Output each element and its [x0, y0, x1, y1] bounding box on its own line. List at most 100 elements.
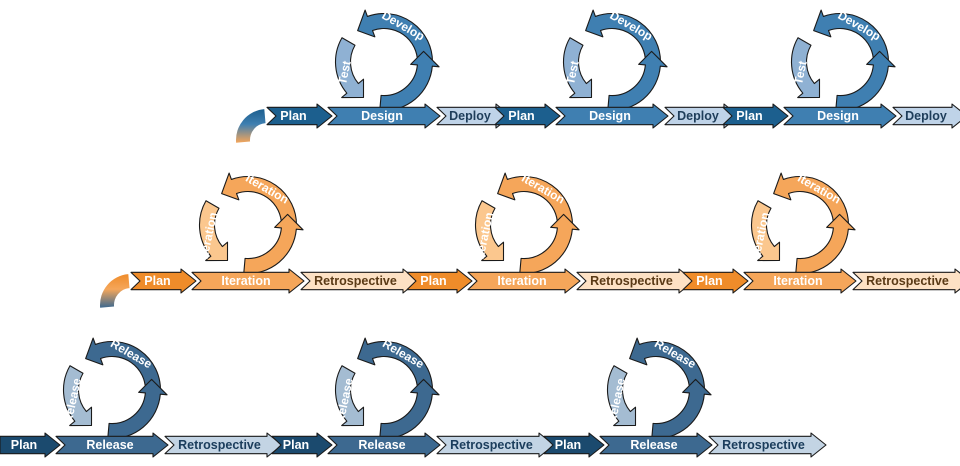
plan-label: Plan	[144, 274, 170, 288]
plan-label: Plan	[555, 438, 581, 452]
main-arrow	[191, 268, 305, 294]
plan-label: Plan	[280, 109, 306, 123]
arc-arrow-left	[750, 200, 781, 262]
plan-label: Plan	[420, 274, 446, 288]
main-label: Iteration	[497, 274, 546, 288]
arc-arrow-left	[790, 37, 821, 99]
level-release: Plan Release Retrospective Release Release Pl…	[0, 336, 827, 458]
main-label: Release	[358, 438, 405, 452]
main-arrow	[599, 432, 713, 458]
plan-label: Plan	[736, 109, 762, 123]
arc-arrow-bottom	[243, 213, 304, 275]
main-arrow	[783, 103, 897, 129]
arc-arrow-left	[474, 200, 505, 262]
arc-arrow-top	[357, 337, 434, 391]
main-label: Iteration	[221, 274, 270, 288]
plan-label: Plan	[11, 438, 37, 452]
arc-arrow-left	[606, 365, 637, 427]
arc-arrow-top	[497, 172, 574, 226]
closing-arrow	[300, 268, 419, 294]
closing-arrow	[164, 432, 283, 458]
arc-arrow-left	[334, 37, 365, 99]
closing-label: Deploy	[449, 109, 491, 123]
plan-arrow	[494, 103, 561, 129]
arc-arrow-top	[629, 337, 706, 391]
arc-arrow-bottom	[795, 213, 856, 275]
main-label: Design	[361, 109, 403, 123]
arc-arrow-bottom	[607, 50, 668, 112]
arc-arrow-top	[585, 9, 662, 63]
closing-label: Deploy	[905, 109, 947, 123]
main-label: Release	[86, 438, 133, 452]
plan-arrow	[543, 432, 605, 458]
plan-label: Plan	[696, 274, 722, 288]
arc-left-label: Test	[335, 60, 354, 86]
main-arrow	[555, 103, 669, 129]
arc-arrow-top	[221, 172, 298, 226]
arc-arrow-left	[562, 37, 593, 99]
connector-release-to-sprint	[100, 274, 130, 308]
main-arrow	[327, 432, 441, 458]
main-arrow	[55, 432, 169, 458]
closing-arrow	[892, 103, 960, 129]
connector-sprint-to-daily	[236, 109, 266, 143]
plan-arrow	[130, 268, 197, 294]
arc-arrow-left	[198, 200, 229, 262]
closing-arrow	[708, 432, 827, 458]
arc-arrow-bottom	[107, 378, 168, 440]
closing-label: Retrospective	[178, 438, 261, 452]
arc-arrow-top	[813, 9, 890, 63]
closing-label: Retrospective	[722, 438, 805, 452]
main-label: Release	[630, 438, 677, 452]
closing-label: Retrospective	[866, 274, 949, 288]
closing-arrow	[852, 268, 960, 294]
arc-arrow-bottom	[519, 213, 580, 275]
arc-left-label: Test	[791, 60, 810, 86]
arc-arrow-top	[85, 337, 162, 391]
main-arrow	[743, 268, 857, 294]
arc-arrow-bottom	[379, 378, 440, 440]
closing-arrow	[436, 432, 555, 458]
plan-label: Plan	[283, 438, 309, 452]
arc-arrow-top	[357, 9, 434, 63]
plan-label: Plan	[508, 109, 534, 123]
level-sprint: Plan Iteration Retrospective Iteration Itera…	[130, 171, 960, 294]
closing-arrow	[436, 103, 512, 129]
main-arrow	[327, 103, 441, 129]
plan-arrow	[271, 432, 333, 458]
level-connectors	[100, 109, 266, 308]
arc-arrow-left	[334, 365, 365, 427]
arc-arrow-bottom	[651, 378, 712, 440]
plan-arrow	[0, 432, 61, 458]
main-arrow	[467, 268, 581, 294]
main-label: Iteration	[773, 274, 822, 288]
closing-label: Retrospective	[450, 438, 533, 452]
plan-arrow	[406, 268, 473, 294]
arc-arrow-top	[773, 172, 850, 226]
closing-arrow	[576, 268, 695, 294]
main-label: Design	[589, 109, 631, 123]
closing-label: Deploy	[677, 109, 719, 123]
plan-arrow	[682, 268, 749, 294]
closing-label: Retrospective	[590, 274, 673, 288]
closing-label: Retrospective	[314, 274, 397, 288]
arc-arrow-left	[62, 365, 93, 427]
main-label: Design	[817, 109, 859, 123]
plan-arrow	[722, 103, 789, 129]
arc-left-label: Test	[563, 60, 582, 86]
arc-arrow-bottom	[835, 50, 896, 112]
closing-arrow	[664, 103, 740, 129]
plan-arrow	[266, 103, 333, 129]
